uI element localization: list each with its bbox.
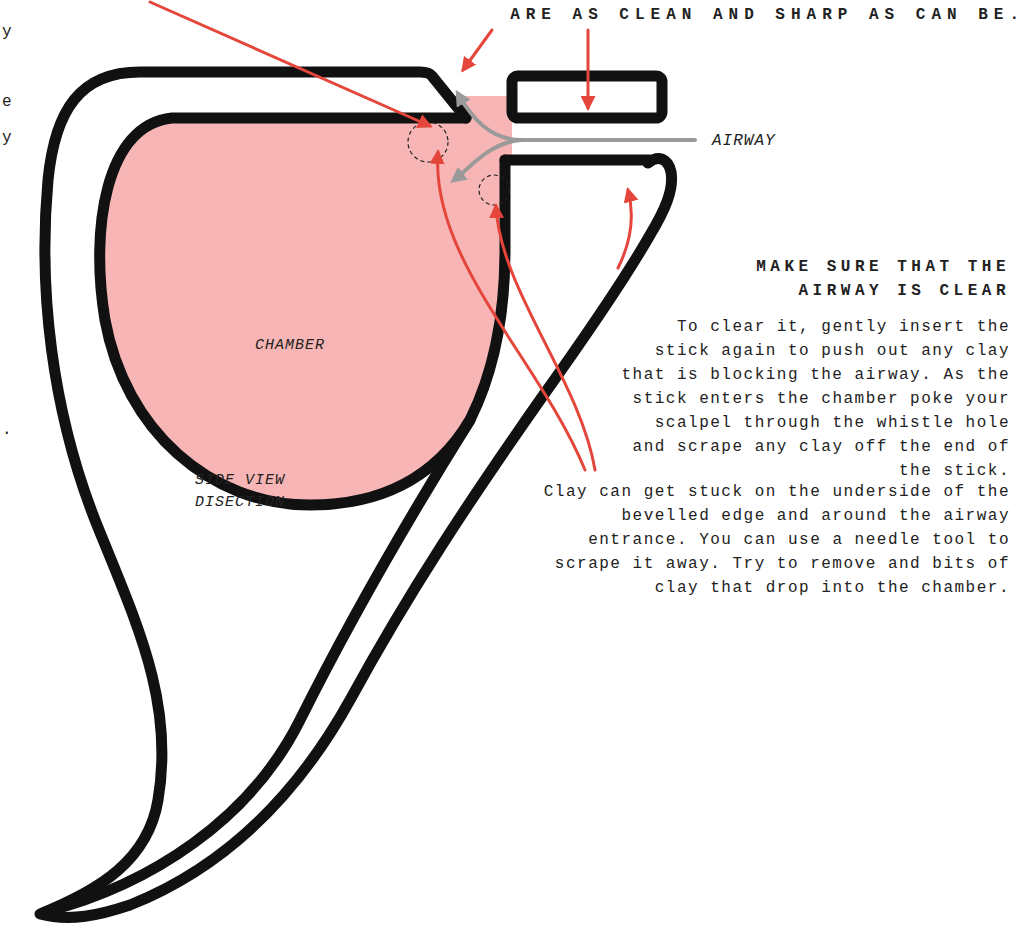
instruction-text: To clear it, gently insert the stick aga… <box>615 315 1010 483</box>
text-fragment: y <box>2 126 16 150</box>
airflow-arrow <box>454 94 695 180</box>
leader-arrow <box>150 2 631 470</box>
whistle-outline <box>40 72 672 917</box>
note-text: Clay can get stuck on the underside of t… <box>540 480 1010 600</box>
heading-fragment: ARE AS CLEAN AND SHARP AS CAN BE. <box>480 3 1025 27</box>
view-caption: SIDE VIEW DISECTION <box>195 470 310 514</box>
chamber-label: CHAMBER <box>255 335 365 357</box>
text-fragment: . <box>2 418 16 442</box>
text-fragment: y <box>2 20 16 44</box>
part-label: AIRWAY <box>712 129 832 153</box>
text-fragment: e <box>2 90 16 114</box>
section-heading: MAKE SURE THAT THE AIRWAY IS CLEAR <box>690 255 1010 303</box>
